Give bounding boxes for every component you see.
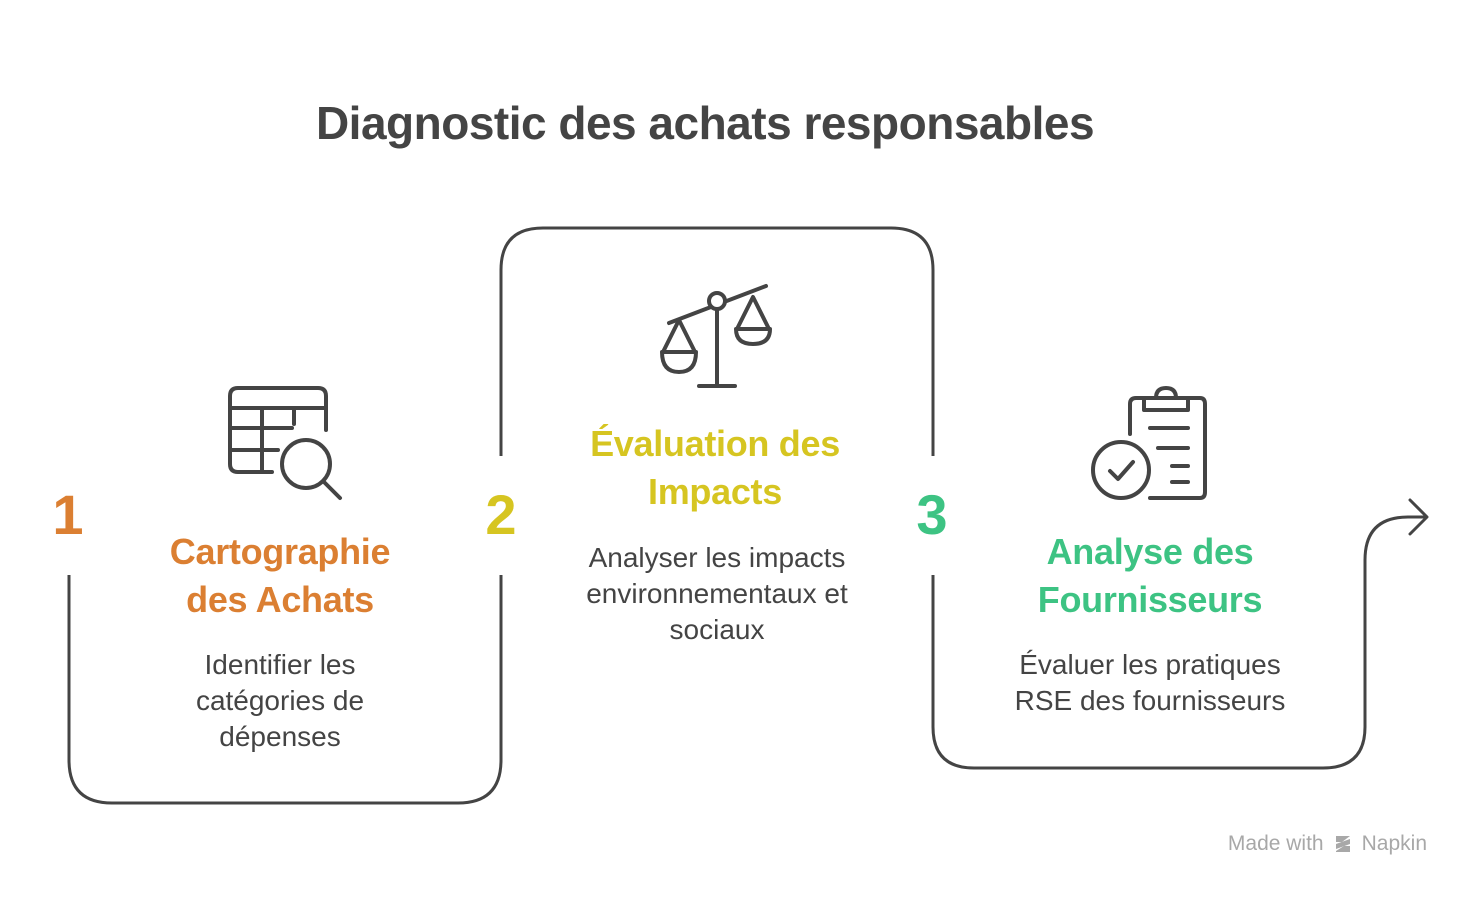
step-3-description: Évaluer les pratiques RSE des fournisseu… (990, 647, 1310, 719)
step-3-desc-line2: RSE des fournisseurs (1014, 685, 1286, 716)
step-1-desc-line2: catégories de (195, 685, 365, 716)
made-with-label: Made with (1227, 832, 1324, 855)
table-search-icon (228, 386, 342, 500)
step-1-heading: Cartographie des Achats (90, 528, 470, 624)
step-3-heading-line1: Analyse des (1046, 531, 1254, 572)
step-1-desc-line3: dépenses (219, 721, 341, 752)
diagram-title: Diagnostic des achats responsables (315, 97, 1095, 149)
clipboard-check-icon (1091, 386, 1207, 500)
step-2-desc-line1: Analyser les impacts (588, 542, 846, 573)
step-2-heading: Évaluation des Impacts (525, 420, 905, 516)
step-2-desc-line3: sociaux (669, 614, 765, 645)
step-2-heading-line2: Impacts (648, 471, 782, 512)
napkin-watermark: Made with Napkin (1228, 832, 1427, 856)
step-1-number: 1 (52, 483, 84, 546)
napkin-brand-label: Napkin (1361, 832, 1427, 855)
step-3-desc-line1: Évaluer les pratiques (1019, 649, 1281, 680)
step-2-desc-line2: environnementaux et (586, 578, 848, 609)
step-1-heading-line1: Cartographie (169, 531, 391, 572)
step-2-heading-line1: Évaluation des (590, 423, 840, 464)
step-3-heading: Analyse des Fournisseurs (960, 528, 1340, 624)
step-2-number: 2 (485, 483, 517, 546)
napkin-logo-icon (1335, 836, 1350, 852)
step-1-description: Identifier les catégories de dépenses (130, 647, 430, 755)
scale-icon (660, 284, 772, 388)
step-1-heading-line2: des Achats (186, 579, 374, 620)
step-2-description: Analyser les impacts environnementaux et… (547, 540, 887, 648)
step-3-number: 3 (916, 483, 948, 546)
step-3-heading-line2: Fournisseurs (1037, 579, 1263, 620)
step-1-desc-line1: Identifier les (204, 649, 356, 680)
